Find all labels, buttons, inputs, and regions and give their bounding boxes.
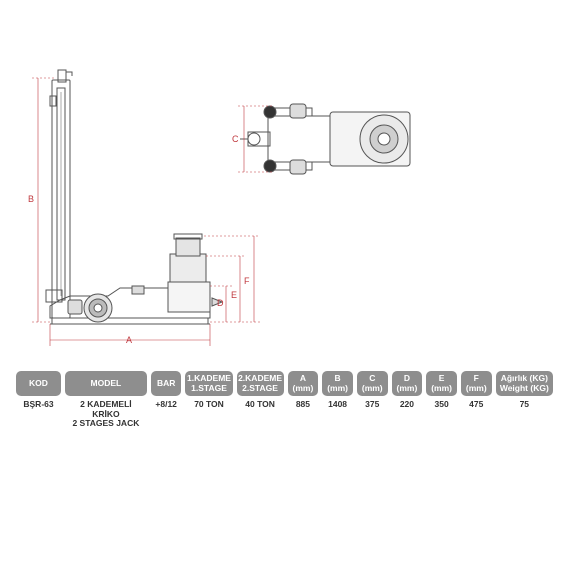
cell-e: 350 bbox=[434, 399, 449, 409]
dimension-lines bbox=[32, 77, 272, 346]
cell-stage2: 40 TON bbox=[245, 399, 275, 409]
header-b: B(mm) bbox=[322, 371, 353, 396]
dim-label-d: D bbox=[217, 298, 224, 308]
cell-a: 885 bbox=[295, 399, 310, 409]
cell-weight: 75 bbox=[519, 399, 530, 409]
header-c: C(mm) bbox=[356, 371, 388, 396]
cell-f: 475 bbox=[469, 399, 484, 409]
cell-c: 375 bbox=[365, 399, 380, 409]
header-e: E(mm) bbox=[426, 371, 457, 396]
header-model: MODEL bbox=[65, 371, 147, 396]
dim-label-a: A bbox=[126, 335, 132, 345]
cell-d: 220 bbox=[399, 399, 415, 409]
jack-top-view bbox=[240, 103, 411, 175]
header-f: F(mm) bbox=[460, 371, 492, 396]
header-bar: BAR bbox=[150, 371, 182, 396]
cell-bar: +8/12 bbox=[155, 399, 177, 409]
cell-stage1: 70 TON bbox=[194, 399, 224, 409]
technical-drawing: A B C D E F bbox=[28, 69, 411, 346]
dim-label-c: C bbox=[232, 134, 239, 144]
dim-label-e: E bbox=[231, 290, 237, 300]
header-d: D(mm) bbox=[391, 371, 423, 396]
header-a: A(mm) bbox=[287, 371, 319, 396]
dim-label-f: F bbox=[244, 276, 250, 286]
header-weight: Ağırlık (KG)Weight (KG) bbox=[495, 371, 553, 396]
jack-side-view bbox=[45, 69, 224, 325]
header-kod: KOD bbox=[16, 371, 61, 396]
dim-label-b: B bbox=[28, 194, 34, 204]
cell-b: 1408 bbox=[328, 399, 348, 409]
cell-kod: BŞR-63 bbox=[23, 399, 54, 409]
